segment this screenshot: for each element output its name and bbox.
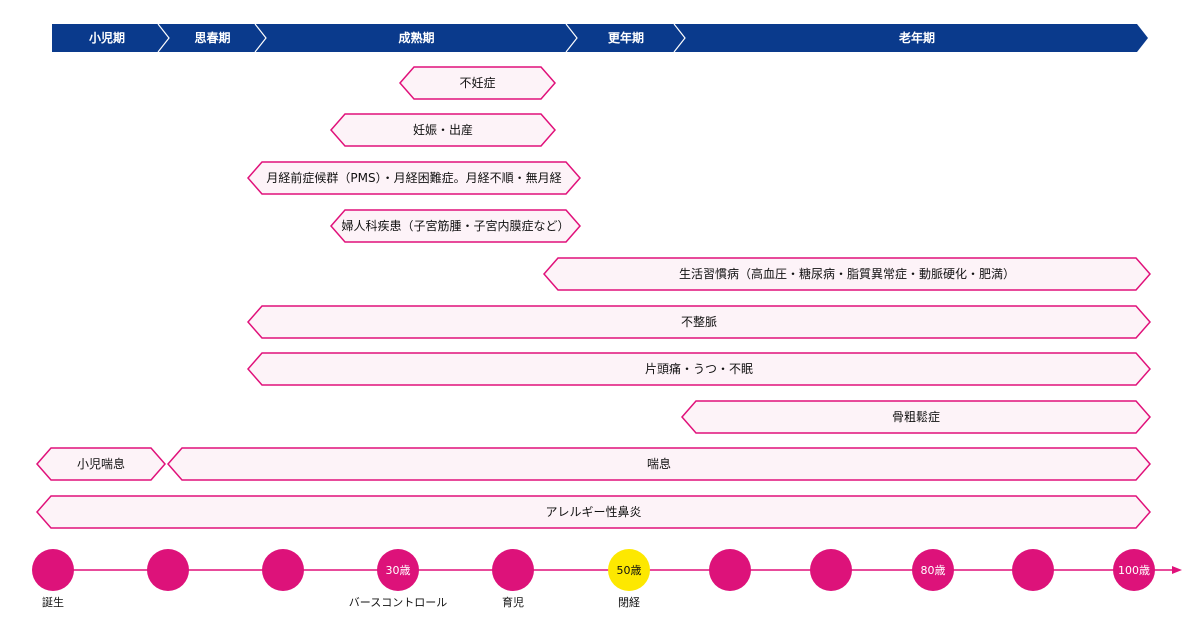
timeline-node-label: 100歳 [1118, 564, 1150, 577]
condition-label: 不整脈 [681, 314, 717, 329]
condition-bar [543, 257, 1151, 291]
condition-bar [167, 447, 1151, 481]
stage-label: 小児期 [89, 30, 125, 45]
stage-label: 思春期 [194, 30, 230, 45]
stage-divider [673, 23, 686, 53]
condition-label: アレルギー性鼻炎 [545, 504, 641, 519]
timeline-node-label: 80歳 [921, 564, 946, 577]
condition-label: 骨粗鬆症 [892, 409, 940, 424]
stage-label: 老年期 [899, 30, 935, 45]
condition-bar [36, 447, 166, 481]
timeline-node [492, 549, 534, 591]
timeline-node [262, 549, 304, 591]
timeline-node [377, 549, 419, 591]
condition-label: 小児喘息 [77, 456, 125, 471]
timeline-event-label: 誕生 [42, 595, 64, 609]
condition-bar [681, 400, 1151, 434]
condition-bar [330, 113, 556, 147]
condition-bar [247, 305, 1151, 339]
condition-bar [247, 161, 581, 195]
timeline-event-label: 閉経 [618, 596, 640, 609]
timeline-event-label: 育児 [502, 595, 524, 609]
timeline-node [709, 549, 751, 591]
stage-divider [157, 23, 170, 53]
timeline-node [810, 549, 852, 591]
stage-divider [254, 23, 267, 53]
stage-band-background [52, 24, 1148, 52]
condition-bar [36, 495, 1151, 529]
timeline-node-label: 30歳 [386, 564, 411, 577]
timeline-node [1113, 549, 1155, 591]
stage-label: 成熟期 [398, 30, 434, 45]
condition-bar [330, 209, 581, 243]
condition-label: 妊娠・出産 [413, 122, 473, 137]
timeline-arrowhead [1172, 566, 1182, 574]
timeline-node-highlight [608, 549, 650, 591]
life-stage-band: 小児期 思春期 成熟期 更年期 老年期 [52, 23, 1148, 53]
condition-label: 月経前症候群（PMS）・月経困難症。月経不順・無月経 [266, 170, 561, 185]
condition-label: 片頭痛・うつ・不眠 [645, 361, 753, 376]
condition-bar [399, 66, 556, 100]
condition-label: 婦人科疾患（子宮筋腫・子宮内膜症など） [341, 218, 569, 233]
timeline-node [147, 549, 189, 591]
condition-label: 生活習慣病（高血圧・糖尿病・脂質異常症・動脈硬化・肥満） [679, 266, 1015, 281]
condition-bars: 不妊症妊娠・出産月経前症候群（PMS）・月経困難症。月経不順・無月経婦人科疾患（… [36, 66, 1151, 529]
condition-label: 不妊症 [459, 75, 495, 90]
timeline-node [912, 549, 954, 591]
condition-bar [247, 352, 1151, 386]
condition-label: 喘息 [647, 456, 671, 471]
timeline-node [32, 549, 74, 591]
timeline-node [1012, 549, 1054, 591]
stage-divider [565, 23, 578, 53]
stage-label: 更年期 [608, 30, 644, 45]
timeline-event-label: バースコントロール [349, 596, 447, 609]
timeline-node-label: 50歳 [617, 564, 642, 577]
